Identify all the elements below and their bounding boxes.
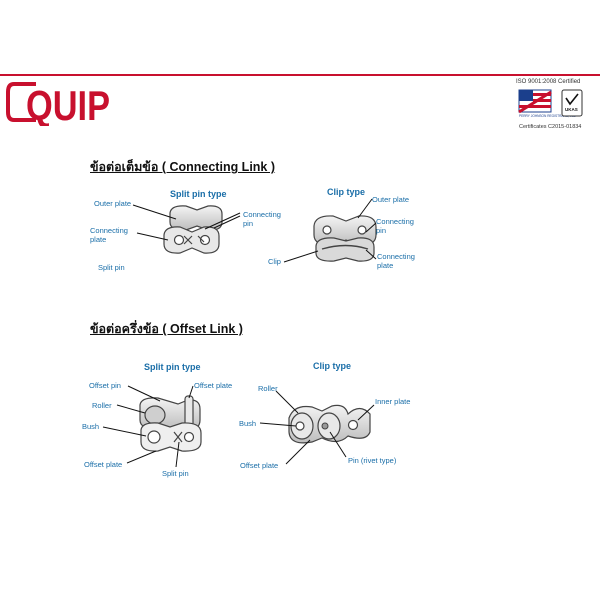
split-pin-connecting-link-drawing [163, 205, 223, 254]
offset-split-pin-leader-lines [102, 385, 194, 468]
company-logo: QUIP [6, 82, 110, 126]
clip-connecting-link-drawing [313, 215, 377, 262]
label-inner-plate: Inner plate [375, 397, 411, 406]
iso-certified-text: ISO 9001:2008 Certified [516, 79, 581, 85]
ukas-badge-icon: UKAS [561, 89, 583, 117]
label-outer-plate: Outer plate [94, 199, 132, 208]
logo-text: QUIP [26, 82, 110, 126]
label-split-pin: Split pin [98, 263, 125, 272]
clip-type-title: Clip type [327, 187, 366, 197]
clip-leader-lines [283, 198, 377, 263]
us-flag-icon [518, 89, 552, 114]
label-clip-offset-plate: Offset plate [240, 461, 279, 470]
label-offset-plate-top: Offset plate [194, 381, 233, 390]
label-roller: Roller [92, 401, 112, 410]
label-clip-connecting-pin: Connecting pin [376, 217, 414, 235]
label-clip-outer-plate: Outer plate [372, 195, 410, 204]
registrar-name: PERRY JOHNSON REGISTRARS, INC. [519, 114, 576, 118]
split-pin-leader-lines [132, 204, 241, 241]
label-clip-bush: Bush [239, 419, 257, 428]
label-connecting-plate: Connecting plate [90, 226, 128, 244]
certification-badges: PERRY JOHNSON REGISTRARS, INC. UKAS [518, 89, 583, 118]
label-clip: Clip [268, 257, 281, 266]
offset-clip-link-drawing [288, 404, 371, 444]
ukas-text: UKAS [565, 107, 578, 112]
offset-split-pin-type-title: Split pin type [144, 362, 201, 372]
offset-link-heading: ข้อต่อครึ่งข้อ ( Offset Link ) [90, 322, 243, 336]
label-clip-roller: Roller [258, 384, 278, 393]
offset-split-pin-link-drawing [139, 395, 202, 452]
label-offset-plate-bottom: Offset plate [84, 460, 123, 469]
split-pin-type-title: Split pin type [170, 189, 227, 199]
label-connecting-pin: Connecting pin [243, 210, 281, 228]
header-rule [0, 74, 600, 76]
offset-clip-leader-lines [259, 390, 375, 465]
label-pin-rivet-type: Pin (rivet type) [348, 456, 397, 465]
certificate-number: Certificates C2015-01834 [519, 124, 582, 130]
offset-clip-type-title: Clip type [313, 361, 352, 371]
label-bush: Bush [82, 422, 100, 431]
label-offset-split-pin: Split pin [162, 469, 189, 478]
label-clip-connecting-plate: Connecting plate [377, 252, 415, 270]
connecting-link-heading: ข้อต่อเต็มข้อ ( Connecting Link ) [90, 160, 276, 174]
label-offset-pin: Offset pin [89, 381, 121, 390]
